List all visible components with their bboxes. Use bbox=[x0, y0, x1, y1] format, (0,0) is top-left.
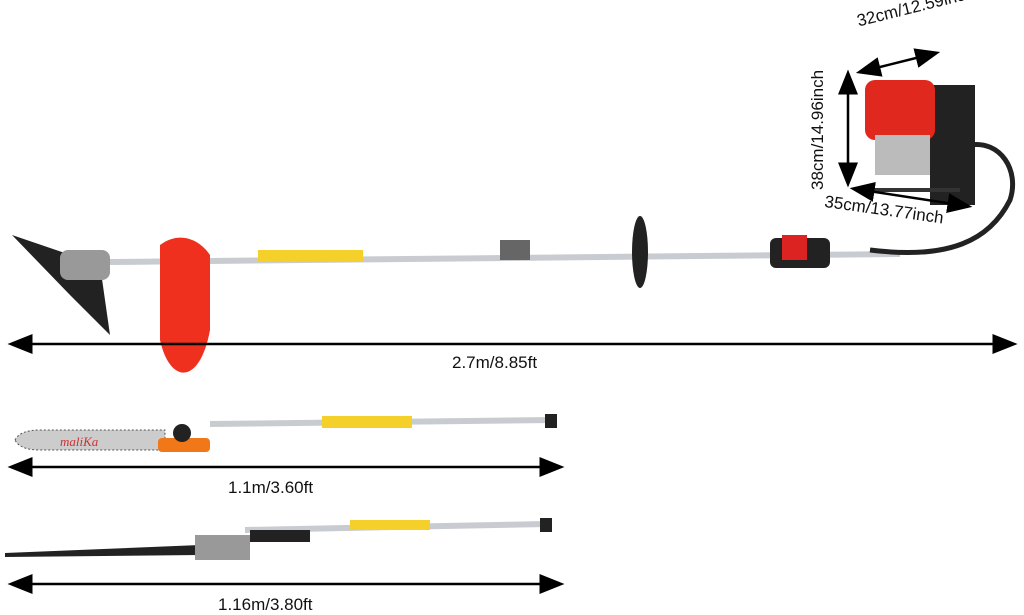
guard bbox=[160, 237, 210, 373]
engine-height-label: 38cm/14.96inch bbox=[808, 69, 827, 190]
trimmer-length-label: 2.7m/8.85ft bbox=[452, 353, 538, 372]
chain-bar-logo: maliKa bbox=[60, 434, 99, 449]
blade bbox=[12, 235, 110, 335]
pole-saw: maliKa bbox=[14, 414, 557, 452]
brush-cutter bbox=[12, 142, 1016, 373]
pole-saw-length-label: 1.1m/3.60ft bbox=[228, 478, 314, 497]
hedge-trimmer-length-label: 1.16m/3.80ft bbox=[218, 595, 313, 614]
warning-label bbox=[258, 250, 363, 262]
hedge-trimmer bbox=[5, 518, 552, 560]
backpack-engine bbox=[860, 80, 975, 205]
handle bbox=[632, 216, 648, 288]
